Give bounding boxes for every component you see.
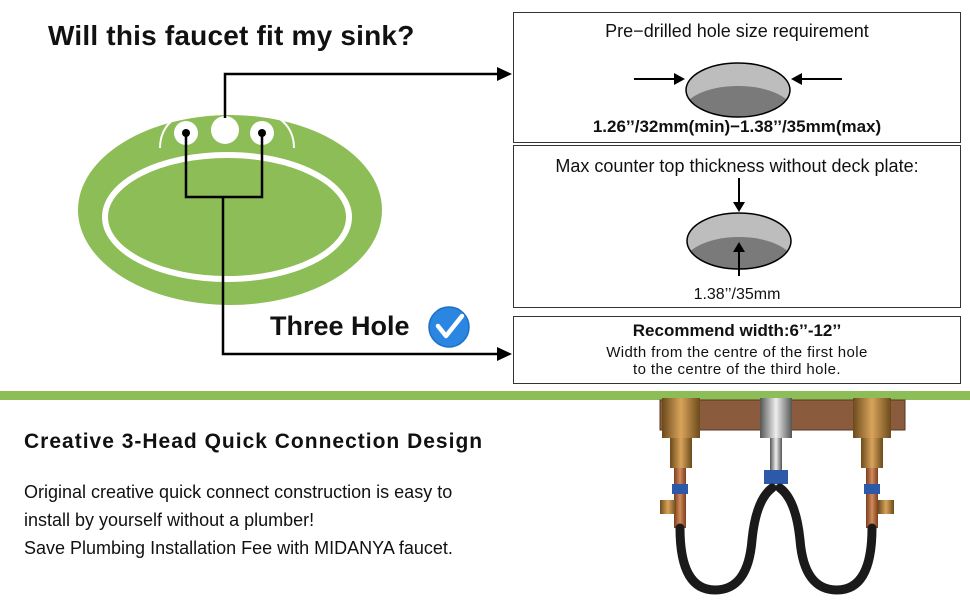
section-title: Creative 3-Head Quick Connection Design [24, 430, 484, 453]
hole-middle [211, 116, 239, 144]
description-line: Original creative quick connect construc… [24, 482, 453, 502]
thickness-box: Max counter top thickness without deck p… [513, 145, 961, 308]
width-desc-line2: to the centre of the third hole. [633, 361, 841, 378]
hole-size-illustration [634, 62, 842, 118]
check-mark-icon [435, 313, 465, 339]
description-line: Save Plumbing Installation Fee with MIDA… [24, 538, 453, 558]
sink-basin-ring [102, 152, 352, 282]
width-box: Recommend width:6’’-12’’ Width from the … [513, 316, 961, 384]
hole-size-box: Pre−drilled hole size requirement 1.26’’… [513, 12, 961, 143]
hoses [675, 483, 877, 595]
description-line: install by yourself without a plumber! [24, 510, 315, 530]
thickness-value: 1.38’’/35mm [693, 286, 781, 303]
three-hole-label: Three Hole [270, 311, 410, 341]
arrow-to-width-box [497, 347, 512, 361]
hole-plate-outline [159, 102, 295, 149]
hole-size-title: Pre−drilled hole size requirement [605, 21, 869, 41]
width-desc-line1: Width from the centre of the first hole [606, 344, 868, 361]
width-title: Recommend width:6’’-12’’ [632, 321, 842, 340]
thickness-title: Max counter top thickness without deck p… [555, 156, 919, 176]
page-title: Will this faucet fit my sink? [48, 20, 415, 51]
green-divider [0, 391, 970, 400]
sink-diagram [78, 67, 512, 361]
arrow-to-hole-box [497, 67, 512, 81]
hole-size-range: 1.26’’/32mm(min)−1.38’’/35mm(max) [592, 117, 882, 136]
thickness-illustration [686, 178, 792, 276]
connector-lines [184, 72, 497, 356]
